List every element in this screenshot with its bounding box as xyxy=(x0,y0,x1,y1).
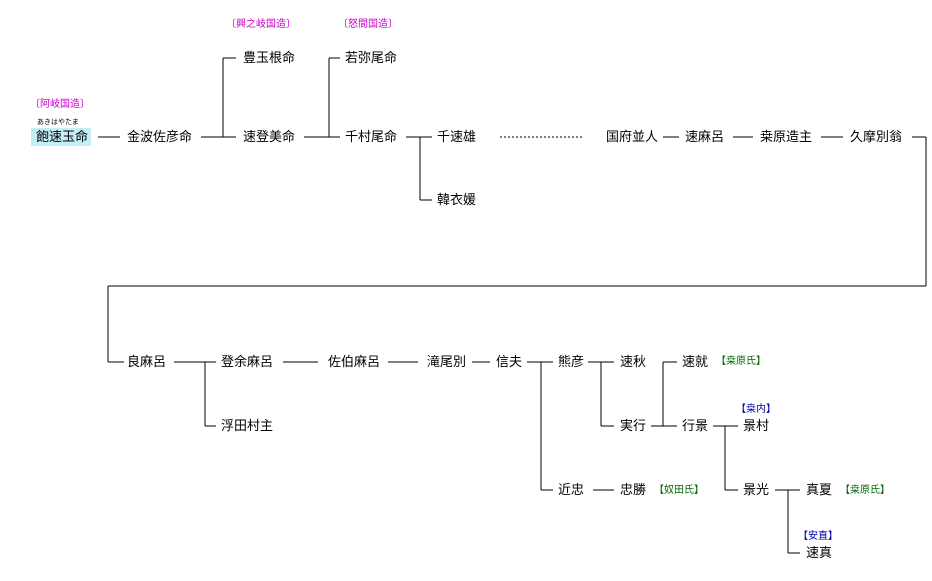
tag-oma-kuni: 〔怒間国造〕 xyxy=(338,19,398,30)
person-p11[interactable]: 桒原造主 xyxy=(760,130,813,145)
root-ruby: あきはやたま xyxy=(37,118,79,126)
person-p24[interactable]: 景村 xyxy=(743,419,770,434)
person-p27[interactable]: 景光 xyxy=(743,483,770,498)
person-p01[interactable]: 飽速玉命 xyxy=(36,130,89,145)
person-p13[interactable]: 良麻呂 xyxy=(127,355,167,370)
root-highlight xyxy=(31,128,91,146)
person-p18[interactable]: 信夫 xyxy=(496,355,523,370)
tag-kanada: 【奴田氏】 xyxy=(654,485,704,496)
person-p08[interactable]: 韓衣媛 xyxy=(437,193,477,208)
person-p19[interactable]: 熊彦 xyxy=(558,355,585,370)
person-p16[interactable]: 佐伯麻呂 xyxy=(328,355,381,370)
person-p26[interactable]: 忠勝 xyxy=(620,483,647,498)
person-p25[interactable]: 近忠 xyxy=(558,483,585,498)
person-p09[interactable]: 国府並人 xyxy=(606,130,659,145)
person-p07[interactable]: 千速雄 xyxy=(437,130,477,145)
tag-kuwauchi: 【桒内】 xyxy=(736,404,776,415)
tag-kuwabara-2: 【桒原氏】 xyxy=(840,485,890,496)
tag-yasunao: 【安直】 xyxy=(798,531,838,542)
person-p05[interactable]: 若弥尾命 xyxy=(345,51,398,66)
person-p23[interactable]: 行景 xyxy=(682,419,709,434)
person-p12[interactable]: 久摩別翁 xyxy=(850,130,903,145)
person-p17[interactable]: 滝尾別 xyxy=(427,355,467,370)
person-p29[interactable]: 速真 xyxy=(806,546,833,561)
person-p03[interactable]: 豊玉根命 xyxy=(243,51,296,66)
person-p10[interactable]: 速麻呂 xyxy=(685,130,725,145)
person-p20[interactable]: 速秋 xyxy=(620,355,647,370)
person-p06[interactable]: 千村尾命 xyxy=(345,130,398,145)
tag-aki-kuni: 〔阿岐国造〕 xyxy=(30,99,90,110)
person-p14[interactable]: 登余麻呂 xyxy=(221,355,274,370)
person-p21[interactable]: 速就 xyxy=(682,355,709,370)
person-p28[interactable]: 真夏 xyxy=(806,483,833,498)
tag-kuwabara-1: 【桒原氏】 xyxy=(716,356,766,367)
person-p15[interactable]: 浮田村主 xyxy=(221,419,274,434)
person-p02[interactable]: 金波佐彦命 xyxy=(127,130,193,145)
person-p04[interactable]: 速登美命 xyxy=(243,130,296,145)
person-p22[interactable]: 実行 xyxy=(620,419,647,434)
tag-oki-kuni: 〔興之岐国造〕 xyxy=(226,19,296,30)
